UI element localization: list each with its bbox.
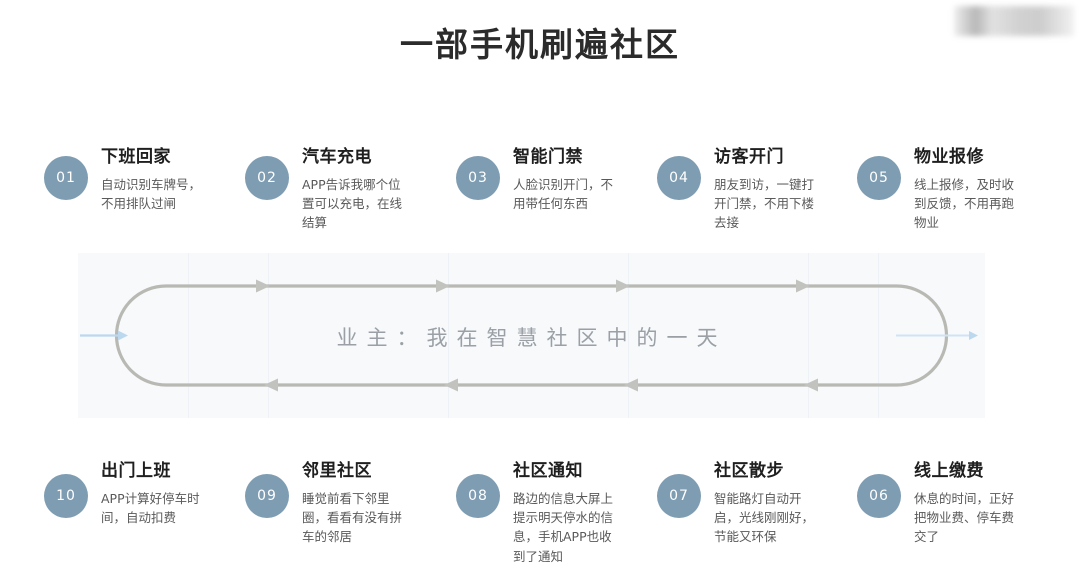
step-description: 朋友到访，一键打开门禁，不用下楼去接 xyxy=(714,176,815,231)
step-card-04[interactable]: 04 访客开门 朋友到访，一键打开门禁，不用下楼去接 xyxy=(657,147,865,233)
step-card-06[interactable]: 06 线上缴费 休息的时间，正好把物业费、停车费交了 xyxy=(857,461,1065,547)
track-arrow-bottom-4 xyxy=(804,378,818,392)
track-arrow-top-1 xyxy=(256,279,270,293)
step-title: 邻里社区 xyxy=(302,461,372,481)
step-description: APP告诉我哪个位置可以充电，在线结算 xyxy=(302,176,403,231)
track-arrow-bottom-1 xyxy=(264,378,278,392)
step-card-03[interactable]: 03 智能门禁 人脸识别开门，不用带任何东西 xyxy=(456,147,664,213)
entry-arrow-icon xyxy=(80,330,128,341)
center-label: 业主：我在智慧社区中的一天 xyxy=(336,326,727,350)
timeline-track xyxy=(80,279,978,392)
track-loop-path xyxy=(114,284,949,387)
step-description: APP计算好停车时间，自动扣费 xyxy=(101,490,200,525)
step-card-08[interactable]: 08 社区通知 路边的信息大屏上提示明天停水的信息，手机APP也收到了通知 xyxy=(456,461,664,566)
step-number-badge: 07 xyxy=(657,474,701,518)
step-number-badge: 06 xyxy=(857,474,901,518)
step-title: 物业报修 xyxy=(914,147,984,167)
step-title: 访客开门 xyxy=(714,147,784,167)
track-arrow-top-4 xyxy=(796,279,810,293)
step-title: 社区通知 xyxy=(513,461,583,481)
step-title: 线上缴费 xyxy=(914,461,984,481)
step-card-07[interactable]: 07 社区散步 智能路灯自动开启，光线刚刚好，节能又环保 xyxy=(657,461,865,547)
step-title: 汽车充电 xyxy=(302,147,372,167)
track-arrow-top-2 xyxy=(436,279,450,293)
step-description: 路边的信息大屏上提示明天停水的信息，手机APP也收到了通知 xyxy=(513,490,614,564)
step-number-badge: 04 xyxy=(657,156,701,200)
step-card-02[interactable]: 02 汽车充电 APP告诉我哪个位置可以充电，在线结算 xyxy=(245,147,453,233)
track-arrow-bottom-3 xyxy=(624,378,638,392)
step-number-badge: 05 xyxy=(857,156,901,200)
step-title: 智能门禁 xyxy=(513,147,583,167)
step-card-09[interactable]: 09 邻里社区 睡觉前看下邻里圈，看看有没有拼车的邻居 xyxy=(245,461,453,547)
watermark-overlay xyxy=(954,6,1074,36)
step-number-badge: 03 xyxy=(456,156,500,200)
timeline-band xyxy=(78,253,985,418)
step-number-badge: 09 xyxy=(245,474,289,518)
step-description: 自动识别车牌号，不用排队过闸 xyxy=(101,176,202,211)
step-description: 人脸识别开门，不用带任何东西 xyxy=(513,176,614,211)
step-title: 出门上班 xyxy=(101,461,171,481)
step-number-badge: 02 xyxy=(245,156,289,200)
step-description: 智能路灯自动开启，光线刚刚好，节能又环保 xyxy=(714,490,815,545)
step-title: 社区散步 xyxy=(714,461,784,481)
step-title: 下班回家 xyxy=(101,147,171,167)
track-arrow-top-3 xyxy=(616,279,630,293)
step-description: 线上报修，及时收到反馈，不用再跑物业 xyxy=(914,176,1015,231)
step-number-badge: 10 xyxy=(44,474,88,518)
step-card-05[interactable]: 05 物业报修 线上报修，及时收到反馈，不用再跑物业 xyxy=(857,147,1065,233)
step-card-01[interactable]: 01 下班回家 自动识别车牌号，不用排队过闸 xyxy=(44,147,252,213)
step-card-10[interactable]: 10 出门上班 APP计算好停车时间，自动扣费 xyxy=(44,461,252,527)
step-number-badge: 08 xyxy=(456,474,500,518)
step-description: 睡觉前看下邻里圈，看看有没有拼车的邻居 xyxy=(302,490,403,545)
step-description: 休息的时间，正好把物业费、停车费交了 xyxy=(914,490,1015,545)
track-arrow-bottom-2 xyxy=(444,378,458,392)
step-number-badge: 01 xyxy=(44,156,88,200)
exit-arrow-icon xyxy=(896,331,978,340)
page-title: 一部手机刷遍社区 xyxy=(400,25,680,64)
